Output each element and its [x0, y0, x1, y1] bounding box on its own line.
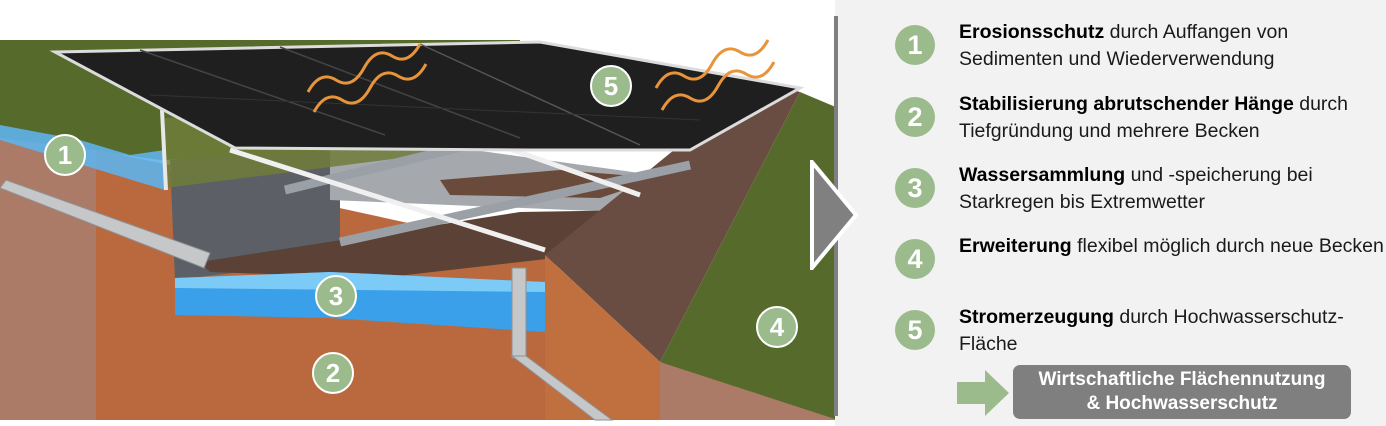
legend-rest: und -speicherung bei Starkregen bis Extr…	[959, 164, 1313, 213]
basin-floor-2	[440, 170, 660, 198]
slope-brown	[545, 80, 800, 362]
legend-rest: durch Auffangen von Sedimenten und Wiede…	[959, 21, 1289, 70]
number-badge: 4	[895, 239, 935, 279]
illustration-label-1: 1	[44, 134, 86, 176]
soil-right	[545, 255, 660, 420]
heat-wave-icon	[312, 63, 428, 113]
panel-seam-4	[149, 94, 701, 121]
heat-wave-icon	[660, 61, 776, 111]
soil-left-pale	[0, 138, 96, 420]
flood-protection-solar-illustration	[0, 39, 838, 421]
number-badge: 2	[895, 97, 935, 137]
legend-text: Wassersammlung und -speicherung bei Star…	[959, 162, 1386, 216]
illustration-label-3: 3	[315, 275, 357, 317]
panel-seam-1	[139, 49, 386, 136]
legend-bold: Stromerzeugung	[959, 306, 1114, 328]
soil-left	[96, 150, 170, 420]
rail-1	[229, 147, 546, 253]
drain-pipe-down	[511, 267, 527, 359]
beam-2	[339, 160, 691, 247]
legend-text: Erweiterung flexibel möglich durch neue …	[959, 233, 1386, 260]
result-line-2: & Hochwasserschutz	[1086, 393, 1278, 414]
drain-pipe-down-angled	[510, 355, 614, 421]
result-line-1: Wirtschaftliche Flächennutzung	[1038, 369, 1326, 390]
illustration-label-2: 2	[312, 352, 354, 394]
number-badge: 3	[895, 168, 935, 208]
post-left	[160, 109, 168, 191]
legend-rest: flexibel möglich durch neue Becken	[1071, 235, 1384, 257]
heat-wave-icon	[654, 39, 770, 89]
legend-bold: Erosionsschutz	[959, 21, 1105, 43]
legend-bold: Wassersammlung	[959, 164, 1126, 186]
legend-rest: durch Hochwasserschutz-Fläche	[959, 306, 1344, 355]
legend-panel: 1 Erosionsschutz durch Auffangen von Sed…	[835, 0, 1386, 426]
legend-rest: durch Tiefgründung und mehrere Becken	[959, 93, 1349, 142]
chevron-right-icon	[810, 160, 859, 270]
basin-floor	[200, 210, 640, 278]
legend-text: Erosionsschutz durch Auffangen von Sedim…	[959, 19, 1386, 73]
result-arrow-icon	[957, 370, 1009, 416]
legend-bold: Erweiterung	[959, 235, 1072, 257]
water-basin-highlight	[175, 272, 545, 292]
panel-seam-3	[419, 43, 641, 146]
illustration-label-4: 4	[756, 306, 798, 348]
legend-text: Stromerzeugung durch Hochwasserschutz-Fl…	[959, 304, 1386, 358]
result-box: Wirtschaftliche Flächennutzung & Hochwas…	[1013, 365, 1351, 419]
panel-seam-2	[279, 46, 521, 139]
number-badge: 1	[895, 25, 935, 65]
illustration-label-5: 5	[590, 65, 632, 107]
heat-wave-icon	[306, 43, 422, 93]
drain-pipe-left	[0, 179, 211, 269]
number-badge: 5	[895, 310, 935, 350]
soil-right-pale	[660, 362, 838, 420]
legend-bold: Stabilisierung abrutschender Hänge	[959, 93, 1294, 115]
legend-text: Stabilisierung abrutschender Hänge durch…	[959, 91, 1386, 145]
